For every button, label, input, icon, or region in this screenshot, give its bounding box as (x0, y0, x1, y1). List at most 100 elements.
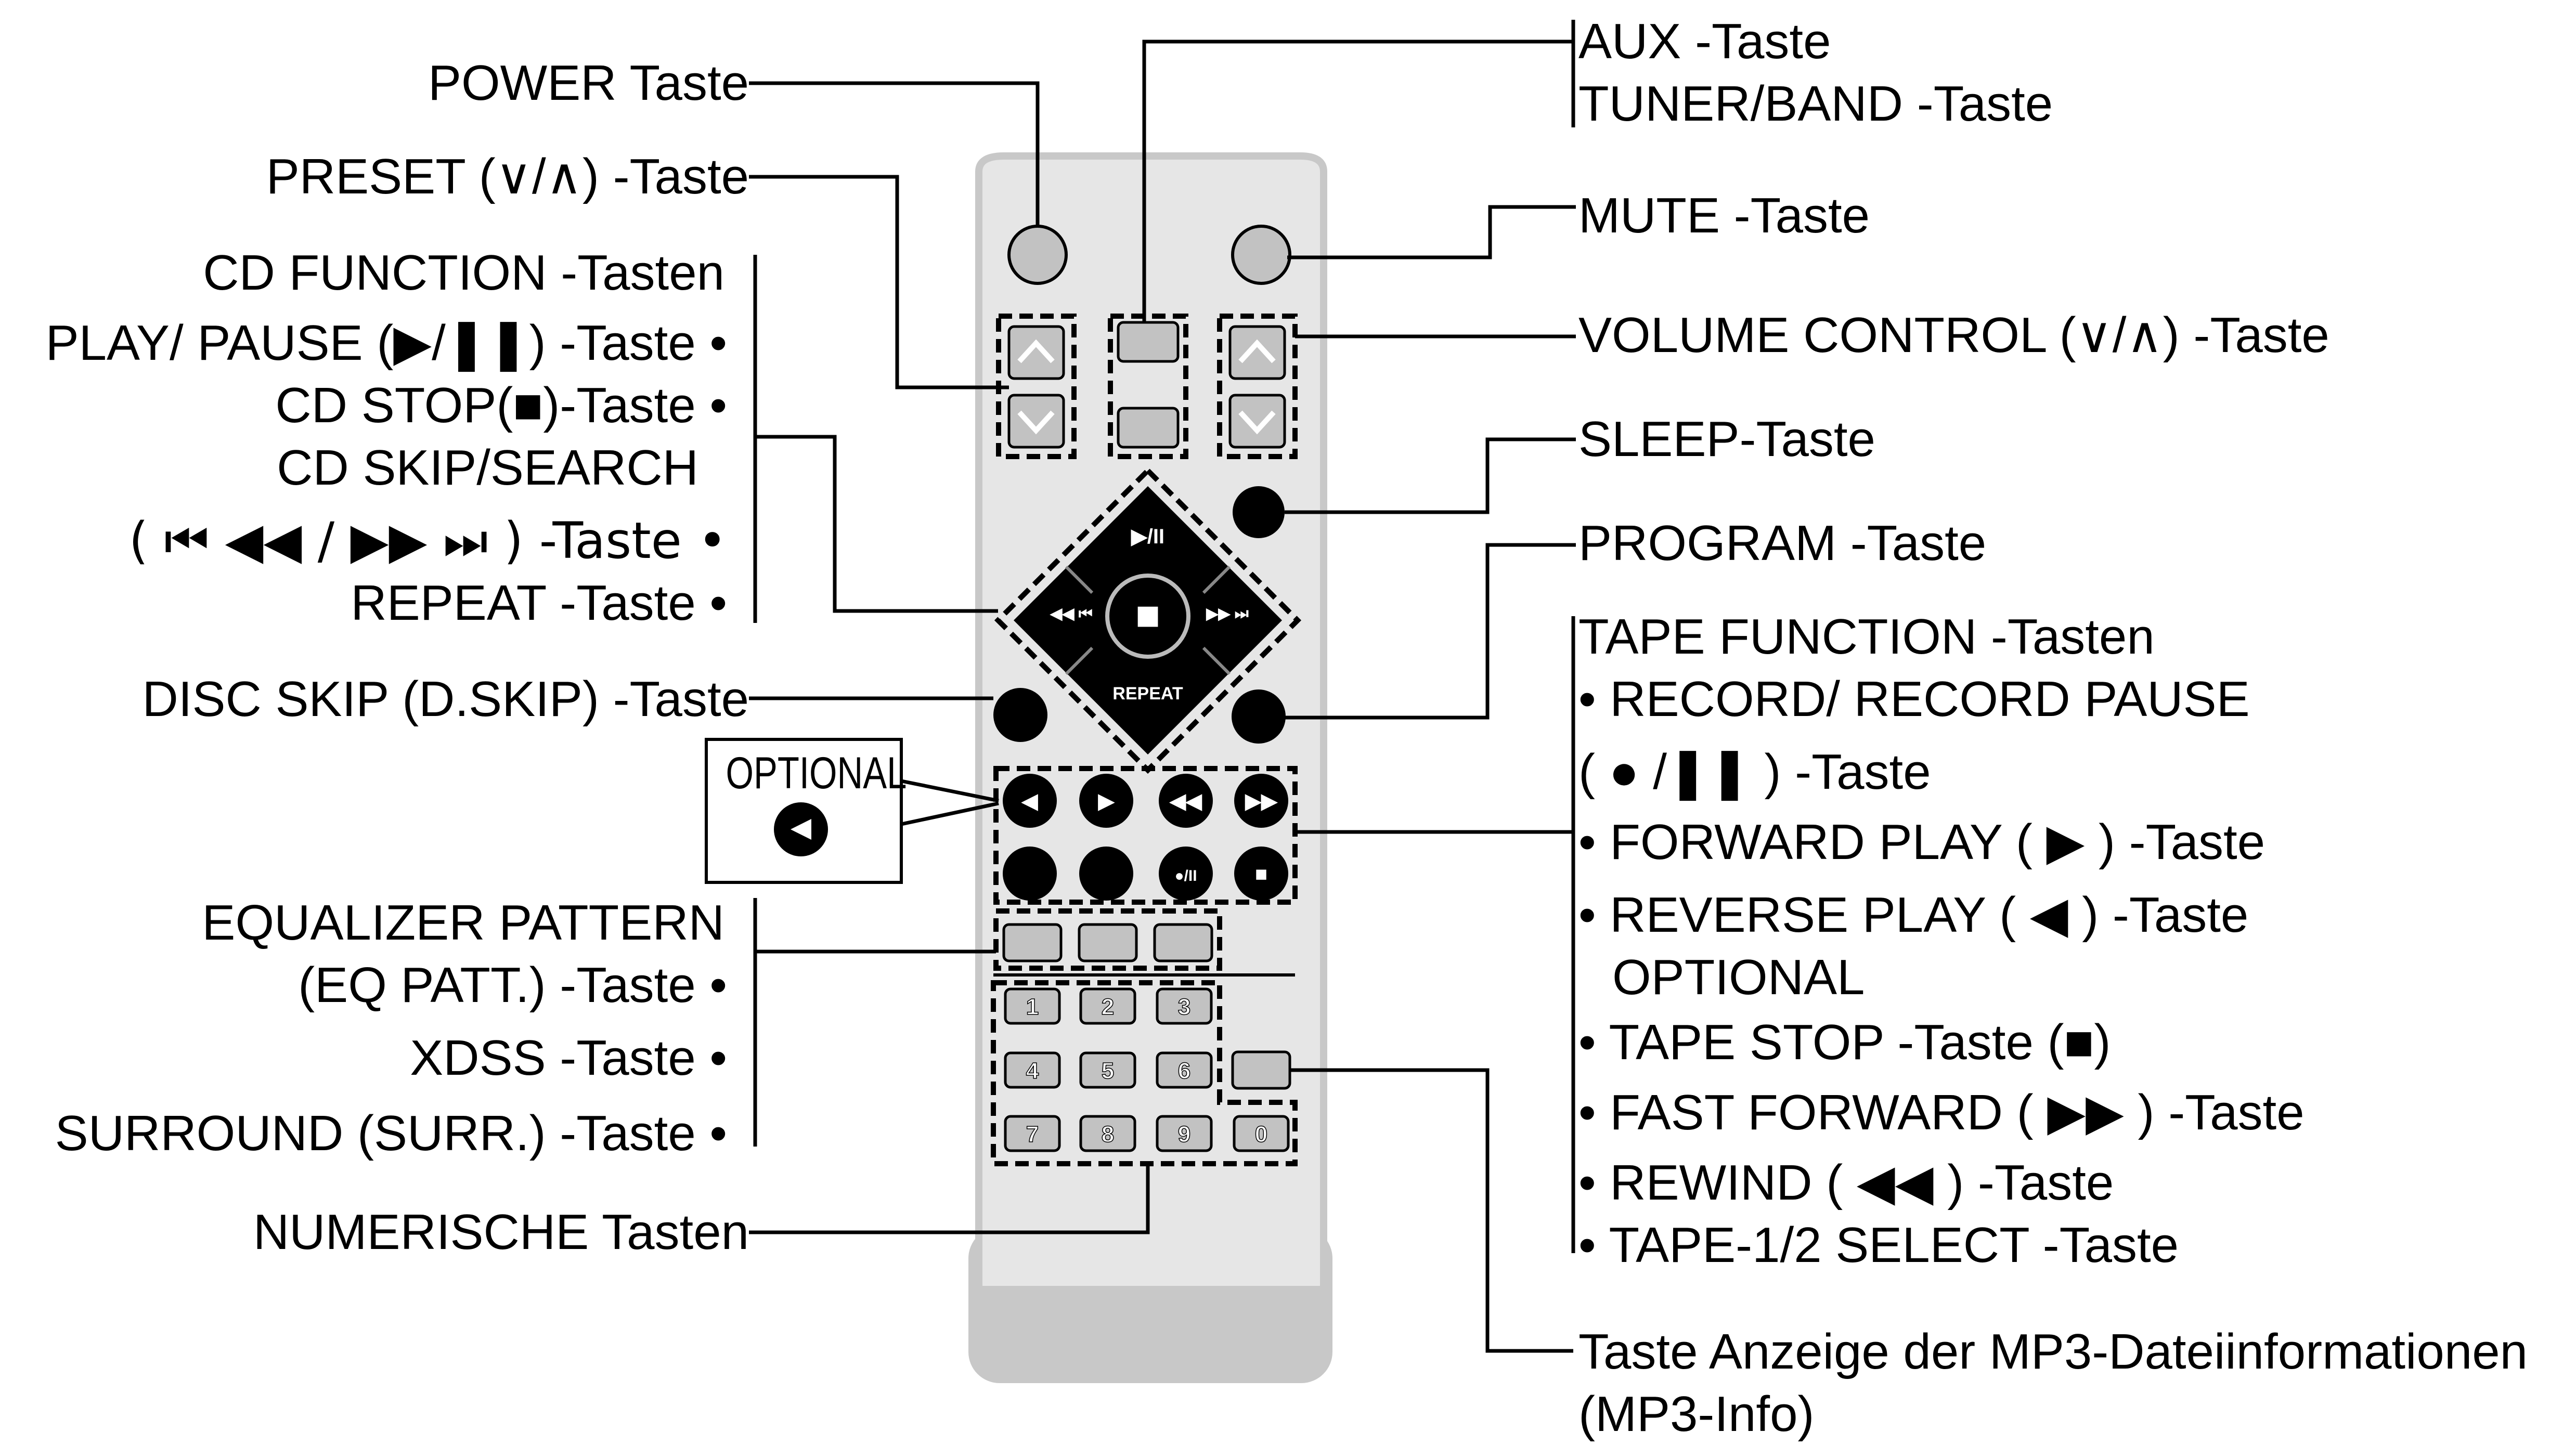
number-key-label-1: 1 (1026, 994, 1039, 1020)
label-sleep: SLEEP-Taste (1578, 411, 1875, 467)
number-key-label-3: 3 (1178, 994, 1190, 1020)
number-key-label-2: 2 (1102, 994, 1114, 1020)
cd-repeat-label: REPEAT (1112, 684, 1183, 704)
tape-row1-button-label-2: ▶ (1098, 790, 1116, 813)
preset-down-button (1007, 394, 1065, 449)
numeric-group-outline (991, 980, 1298, 1166)
disc-skip-button (993, 688, 1047, 742)
cd-stop-button (1105, 574, 1190, 659)
eq-group-outline (993, 908, 1222, 971)
optional-reverse-icon (791, 819, 811, 840)
label-tuner-band: TUNER/BAND -Taste (1578, 76, 2053, 132)
number-key-label-7: 7 (1026, 1122, 1039, 1147)
aux-button (1117, 321, 1180, 363)
label-tape-function: TAPE FUNCTION -Tasten (1578, 609, 2155, 665)
number-key-6 (1156, 1051, 1213, 1089)
label-power: POWER Taste (428, 55, 749, 111)
cd-diamond-dividers (1065, 565, 1231, 675)
label-cd-function: CD FUNCTION -Tasten (203, 245, 724, 301)
label-program: PROGRAM -Taste (1578, 515, 1987, 571)
tape-row1-button-3 (1159, 774, 1213, 828)
number-key-9 (1156, 1115, 1213, 1152)
tuner-band-button (1117, 407, 1180, 449)
tape-row1-button-label-4: ▶▶ (1245, 790, 1278, 813)
number-key-5 (1079, 1051, 1136, 1089)
number-key-label-5: 5 (1102, 1058, 1114, 1084)
tape-row1-button-label-3: ◀◀ (1169, 790, 1202, 813)
label-cd-stop: CD STOP(■)-Taste • (275, 377, 727, 433)
label-tape-stop: • TAPE STOP -Taste (■) (1578, 1014, 2111, 1070)
tape-row1-button-label-1: ◀ (1021, 790, 1039, 813)
label-volume: VOLUME CONTROL (∨/∧) -Taste (1578, 307, 2329, 363)
cd-skip-back-label: ◀◀ ⏮ (1049, 605, 1092, 622)
label-play-pause: PLAY/ PAUSE (▶/❚❚) -Taste • (45, 315, 727, 371)
cd-play-pause-label: ▶/II (1131, 525, 1164, 548)
tape-row2-button-label-3: ●/II (1174, 867, 1197, 884)
tape-group-outline (993, 766, 1298, 905)
number-key-2 (1079, 987, 1136, 1025)
preset-up-button (1007, 325, 1065, 380)
label-eq-pattern: EQUALIZER PATTERN (202, 895, 724, 951)
aux-group-outline (1108, 314, 1188, 459)
volume-up-button (1228, 325, 1286, 380)
tape-row2-button-3 (1159, 847, 1213, 901)
number-key-0 (1233, 1115, 1290, 1152)
label-repeat: REPEAT -Taste • (351, 575, 727, 631)
number-key-7 (1004, 1115, 1061, 1152)
label-surround: SURROUND (SURR.) -Taste • (55, 1105, 727, 1161)
cd-stop-button-label: ■ (1135, 592, 1160, 638)
label-mp3-info-short: (MP3-Info) (1578, 1386, 1815, 1442)
tape-row2-button-4 (1234, 847, 1288, 901)
cd-skip-forward-label: ▶▶ ⏭ (1206, 605, 1248, 622)
label-numeric: NUMERISCHE Tasten (253, 1204, 749, 1260)
number-key-label-8: 8 (1102, 1122, 1114, 1147)
preset-down-icon (1017, 410, 1055, 435)
label-tape-select: • TAPE-1/2 SELECT -Taste (1578, 1217, 2179, 1273)
power-button (1007, 225, 1068, 285)
label-cd-skip-symbols: ( ⏮ ◀◀ / ▶▶ ⏭ ) -Taste • (128, 512, 727, 570)
volume-down-icon (1238, 410, 1276, 435)
eq-patt-button (1002, 923, 1063, 962)
label-mute: MUTE -Taste (1578, 188, 1870, 243)
sleep-button (1233, 486, 1285, 538)
number-key-label-4: 4 (1026, 1058, 1039, 1084)
label-reverse-play: • REVERSE PLAY ( ◀ ) -Taste (1578, 887, 2249, 943)
label-xdss: XDSS -Taste • (410, 1030, 727, 1086)
volume-group-outline (1217, 314, 1298, 459)
number-key-8 (1079, 1115, 1136, 1152)
number-key-label-9: 9 (1178, 1122, 1190, 1147)
tape-row1-button-1 (1003, 774, 1057, 828)
label-rewind: • REWIND ( ◀◀ ) -Taste (1578, 1155, 2114, 1210)
surround-button (1153, 923, 1213, 962)
label-aux: AUX -Taste (1578, 14, 1831, 69)
xdss-button (1078, 923, 1138, 962)
label-record: • RECORD/ RECORD PAUSE (1578, 671, 2250, 727)
number-key-4 (1004, 1051, 1061, 1089)
tape-row2-button-1 (1003, 847, 1057, 901)
label-preset: PRESET (∨/∧) -Taste (266, 149, 749, 204)
optional-box-label: OPTIONAL (726, 748, 907, 798)
label-fast-forward: • FAST FORWARD ( ▶▶ ) -Taste (1578, 1085, 2305, 1140)
leader-lines (749, 20, 1576, 1353)
label-mp3-info: Taste Anzeige der MP3-Dateiinformationen (1578, 1324, 2528, 1379)
mp3-info-button (1231, 1050, 1291, 1090)
number-key-3 (1156, 987, 1213, 1025)
number-key-1 (1004, 987, 1061, 1025)
label-record-symbols: ( ● /❚❚ ) -Taste (1578, 744, 1931, 800)
label-disc-skip: DISC SKIP (D.SKIP) -Taste (142, 671, 749, 727)
number-key-label-0: 0 (1255, 1122, 1267, 1147)
number-key-label-6: 6 (1178, 1058, 1190, 1084)
tape-row2-button-2 (1079, 847, 1133, 901)
tape-row1-button-4 (1234, 774, 1288, 828)
tape-row1-button-2 (1079, 774, 1133, 828)
program-button (1232, 689, 1286, 744)
label-forward-play: • FORWARD PLAY ( ▶ ) -Taste (1578, 814, 2266, 870)
label-reverse-optional: OPTIONAL (1612, 949, 1865, 1005)
mute-button (1231, 225, 1291, 285)
label-cd-skip: CD SKIP/SEARCH (277, 440, 698, 496)
volume-up-icon (1238, 339, 1276, 363)
volume-down-button (1228, 394, 1286, 449)
label-eq-patt: (EQ PATT.) -Taste • (298, 957, 727, 1013)
